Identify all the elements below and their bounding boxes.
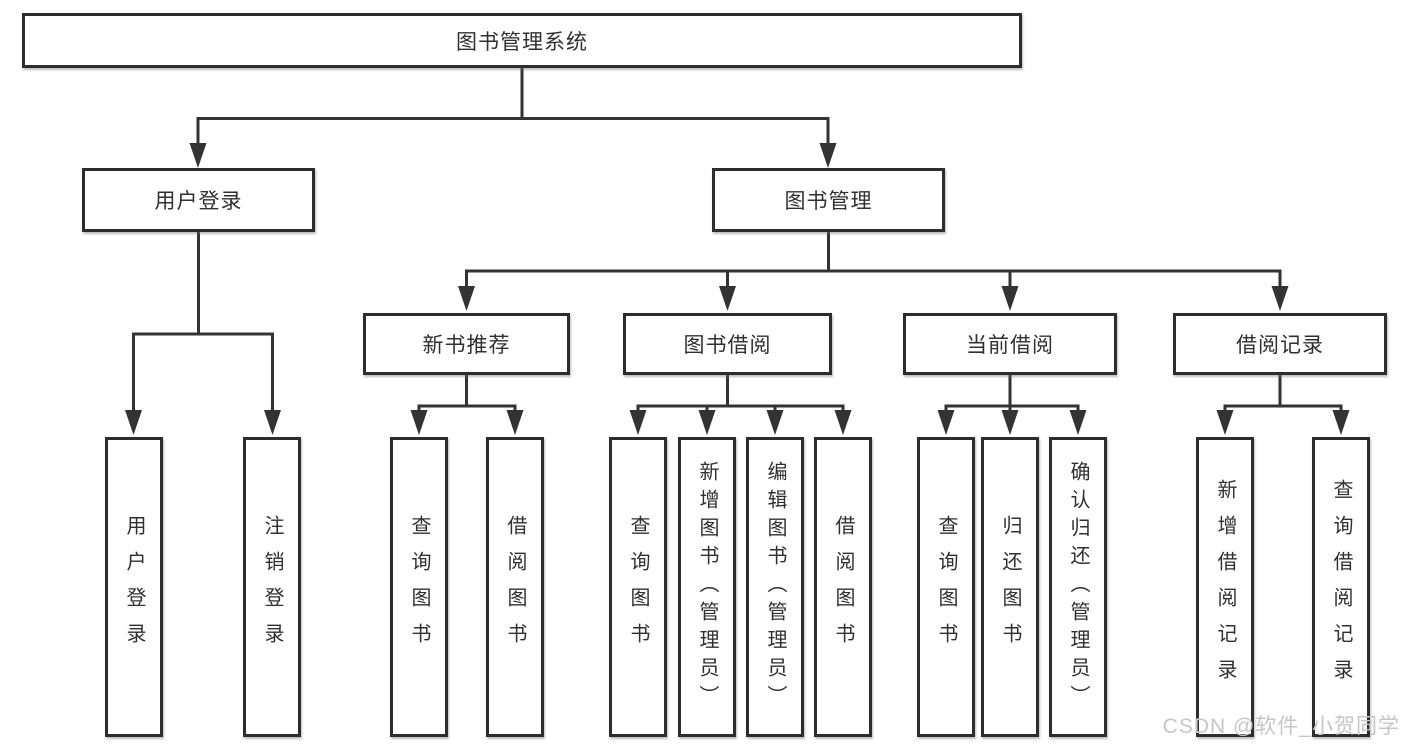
watermark-text: CSDN @软件_小贺同学 bbox=[1162, 715, 1400, 738]
node-current-borrowing: 当前借阅 bbox=[903, 313, 1117, 375]
leaf-logout: 注销登录 bbox=[243, 437, 301, 737]
leaf-borrow-books-2: 借阅图书 bbox=[814, 437, 872, 737]
node-borrowing-records: 借阅记录 bbox=[1173, 313, 1387, 375]
node-label: 借阅图书 bbox=[832, 515, 854, 659]
node-book-borrowing: 图书借阅 bbox=[623, 313, 832, 375]
node-label: 查询借阅记录 bbox=[1330, 479, 1352, 695]
connector-group-new-book-recommend bbox=[410, 373, 524, 435]
node-label: 查询图书 bbox=[627, 515, 649, 659]
node-label: 图书借阅 bbox=[683, 334, 772, 357]
node-label: 归还图书 bbox=[999, 515, 1021, 659]
leaf-borrow-books-1: 借阅图书 bbox=[486, 437, 544, 737]
connector-group-book-borrowing bbox=[629, 373, 852, 435]
node-book-management-system: 图书管理系统 bbox=[22, 13, 1022, 68]
connector-group-user-login bbox=[125, 230, 281, 435]
leaf-query-borrow-record: 查询借阅记录 bbox=[1312, 437, 1370, 737]
node-label: 用户登录 bbox=[154, 190, 243, 213]
node-label: 查询图书 bbox=[935, 515, 957, 659]
connector-group-current-borrowing bbox=[937, 373, 1087, 435]
leaf-query-books-1: 查询图书 bbox=[390, 437, 448, 737]
node-label: 新增图书（管理员） bbox=[696, 461, 718, 713]
node-label: 注销登录 bbox=[261, 515, 283, 659]
node-label: 借阅图书 bbox=[504, 515, 526, 659]
node-label: 图书管理 bbox=[784, 190, 873, 213]
node-book-management: 图书管理 bbox=[712, 168, 945, 232]
node-label: 当前借阅 bbox=[966, 334, 1054, 357]
connector-group-root bbox=[189, 66, 837, 168]
connector-group-borrowing-records bbox=[1216, 373, 1350, 435]
leaf-edit-book-admin: 编辑图书（管理员） bbox=[746, 437, 804, 737]
connector-group-book-management bbox=[458, 231, 1289, 311]
node-new-book-recommend: 新书推荐 bbox=[363, 313, 570, 375]
node-label: 用户登录 bbox=[123, 515, 145, 659]
leaf-query-books-3: 查询图书 bbox=[917, 437, 975, 737]
leaf-query-books-2: 查询图书 bbox=[609, 437, 667, 737]
leaf-user-login: 用户登录 bbox=[105, 437, 163, 737]
node-label: 图书管理系统 bbox=[456, 30, 588, 54]
node-label: 借阅记录 bbox=[1236, 334, 1324, 357]
leaf-add-book-admin: 新增图书（管理员） bbox=[678, 437, 736, 737]
node-user-login: 用户登录 bbox=[82, 168, 315, 232]
leaf-confirm-return-admin: 确认归还（管理员） bbox=[1049, 437, 1107, 737]
node-label: 查询图书 bbox=[408, 515, 430, 659]
node-label: 新增借阅记录 bbox=[1214, 479, 1236, 695]
leaf-return-books: 归还图书 bbox=[981, 437, 1039, 737]
node-label: 确认归还（管理员） bbox=[1067, 461, 1089, 713]
leaf-add-borrow-record: 新增借阅记录 bbox=[1196, 437, 1254, 737]
node-label: 编辑图书（管理员） bbox=[764, 461, 786, 713]
node-label: 新书推荐 bbox=[422, 334, 511, 357]
